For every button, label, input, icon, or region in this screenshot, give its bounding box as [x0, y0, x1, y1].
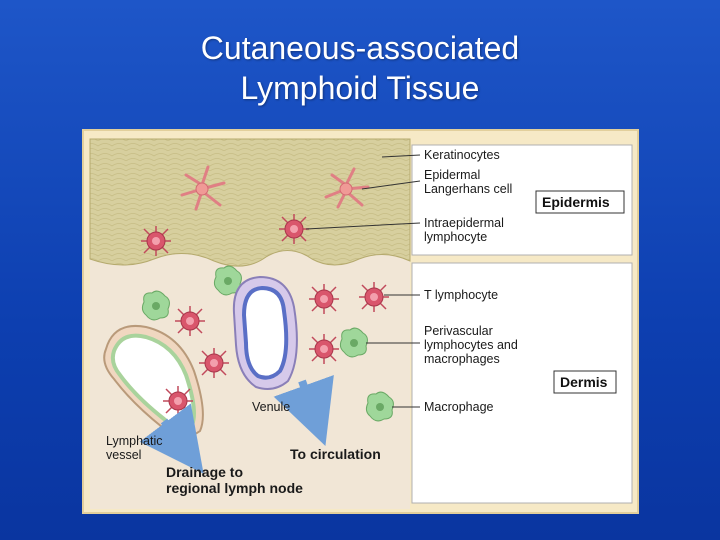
langerhans-cell: [324, 167, 370, 209]
slide-title: Cutaneous-associated Lymphoid Tissue: [0, 28, 720, 108]
label-perivascular-line1: Perivascular: [424, 324, 493, 338]
label-perivascular-line2: lymphocytes and: [424, 338, 518, 352]
macrophage: [365, 391, 394, 422]
circulation-arrow: [273, 374, 334, 447]
t-lymphocyte: [359, 282, 389, 312]
macrophage: [339, 327, 368, 358]
label-lymphatic-line1: Lymphatic: [106, 434, 163, 448]
label-venule: Venule: [252, 400, 290, 414]
t-lymphocyte: [163, 386, 193, 416]
t-lymphocyte: [175, 306, 205, 336]
intraepidermal-lymphocyte: [141, 226, 171, 256]
t-lymphocyte: [309, 284, 339, 314]
label-lymphatic-line2: vessel: [106, 448, 141, 462]
label-macrophage: Macrophage: [424, 400, 494, 414]
label-t-lymphocyte: T lymphocyte: [424, 288, 498, 302]
label-drainage-line1: Drainage to: [166, 464, 243, 480]
t-lymphocyte: [309, 334, 339, 364]
langerhans-cell: [180, 165, 226, 211]
dermis-box-label: Dermis: [560, 374, 608, 390]
title-line-2: Lymphoid Tissue: [240, 70, 480, 106]
macrophage: [141, 290, 170, 321]
label-intraepidermal-line2: lymphocyte: [424, 230, 487, 244]
label-drainage-line2: regional lymph node: [166, 480, 303, 496]
label-perivascular-line3: macrophages: [424, 352, 500, 366]
label-intraepidermal-line1: Intraepidermal: [424, 216, 504, 230]
drainage-arrow: [139, 403, 204, 474]
label-langerhans-line1: Epidermal: [424, 168, 480, 182]
venule: [232, 275, 298, 390]
title-line-1: Cutaneous-associated: [200, 30, 520, 66]
label-to-circulation: To circulation: [290, 446, 381, 462]
label-keratinocytes: Keratinocytes: [424, 148, 500, 162]
intraepidermal-lymphocyte: [279, 214, 309, 244]
skin-diagram: Epidermis Dermis Keratinocytes Epidermal…: [89, 138, 633, 509]
label-langerhans-line2: Langerhans cell: [424, 182, 512, 196]
macrophage: [213, 265, 242, 296]
leader-lines: [305, 154, 421, 408]
diagram-frame: Epidermis Dermis Keratinocytes Epidermal…: [82, 129, 639, 514]
dermis-tag: [553, 370, 617, 394]
t-lymphocyte: [199, 348, 229, 378]
epidermis-region: [89, 138, 411, 267]
epidermis-box-label: Epidermis: [542, 194, 610, 210]
epidermis-tag: [535, 190, 625, 214]
